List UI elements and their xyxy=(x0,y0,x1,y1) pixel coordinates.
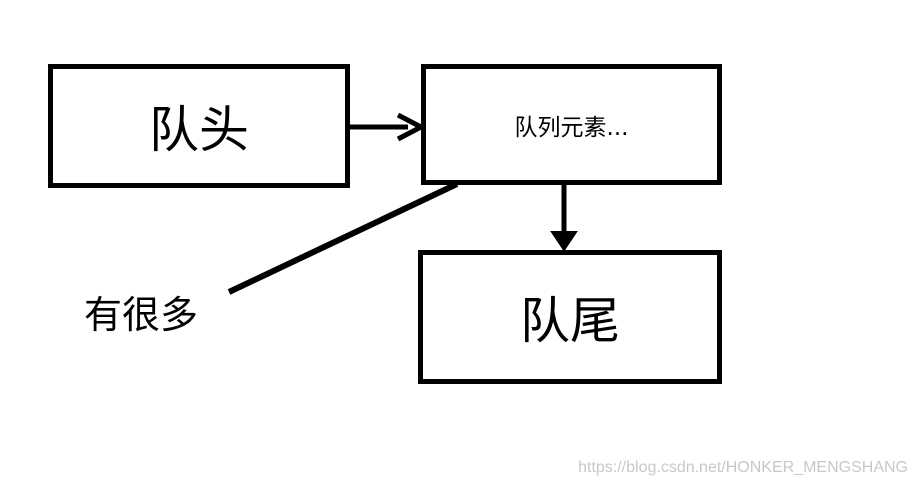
queue-tail-label: 队尾 xyxy=(520,292,620,350)
annotation-many-label: 有很多 xyxy=(84,293,199,337)
annotation-pointer-line xyxy=(227,181,459,295)
arrowhead-down xyxy=(550,231,578,252)
queue-head-box: 队头 xyxy=(48,64,350,188)
queue-elements-box: 队列元素... xyxy=(421,64,722,185)
queue-elements-label: 队列元素... xyxy=(514,114,629,141)
watermark-text: https://blog.csdn.net/HONKER_MENGSHANG xyxy=(578,459,908,476)
queue-head-label: 队头 xyxy=(149,101,249,159)
queue-tail-box: 队尾 xyxy=(418,250,722,384)
